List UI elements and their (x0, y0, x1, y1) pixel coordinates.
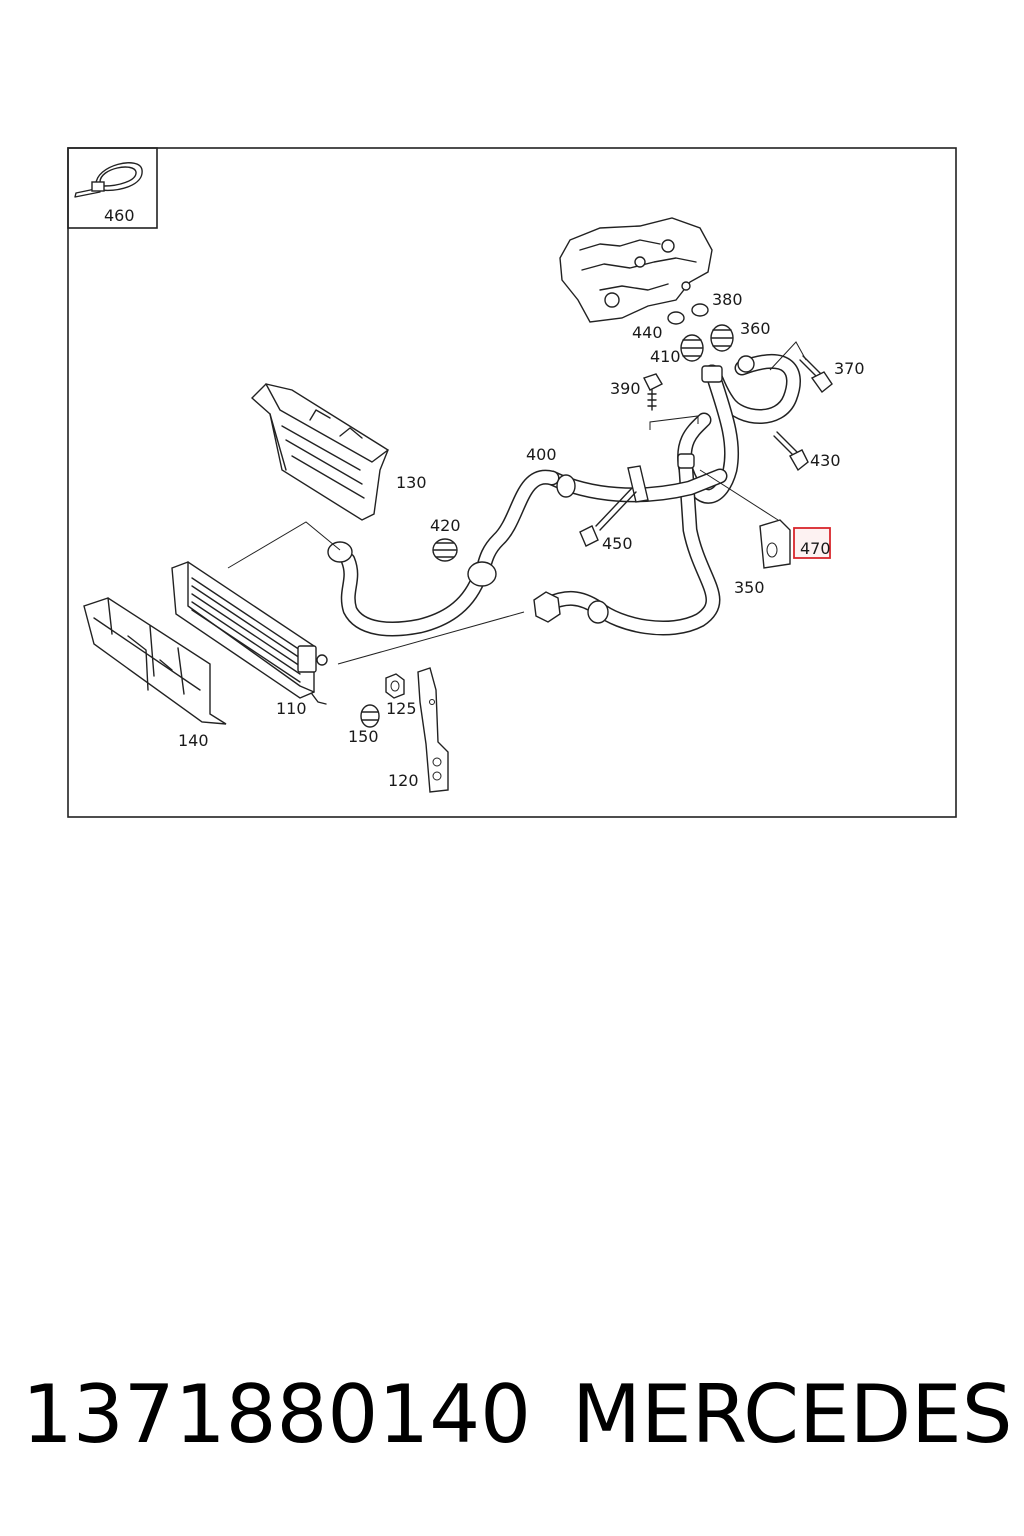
callout-350[interactable]: 350 (734, 578, 765, 597)
callout-125[interactable]: 125 (386, 699, 417, 718)
callout-460[interactable]: 460 (104, 206, 135, 225)
brand-name: MERCEDES (572, 1368, 1013, 1461)
callout-420[interactable]: 420 (430, 516, 461, 535)
union-nut-lower (533, 591, 609, 624)
callout-120[interactable]: 120 (388, 771, 419, 790)
air-duct-130 (250, 383, 389, 521)
grommet-410 (680, 334, 704, 362)
callout-110[interactable]: 110 (276, 699, 307, 718)
callout-380[interactable]: 380 (712, 290, 743, 309)
part-number: 1371880140 (22, 1368, 531, 1461)
oil-line-400 (340, 468, 728, 637)
bolt-370 (769, 341, 833, 394)
grommet-150 (360, 704, 380, 728)
bracket-120 (417, 667, 449, 793)
callout-410[interactable]: 410 (650, 347, 681, 366)
o-ring-440 (667, 311, 685, 325)
callout-130[interactable]: 130 (396, 473, 427, 492)
diagram-frame (67, 147, 957, 818)
o-ring-380 (691, 303, 709, 317)
callout-360[interactable]: 360 (740, 319, 771, 338)
inset-cable-tie: 460 (67, 147, 158, 229)
grommet-360 (710, 324, 734, 352)
bushing-420 (432, 538, 458, 562)
callout-390[interactable]: 390 (610, 379, 641, 398)
callout-430[interactable]: 430 (810, 451, 841, 470)
caption: 1371880140 MERCEDES (0, 1360, 1024, 1470)
oil-cooler-110 (171, 561, 328, 705)
nut-125 (385, 673, 405, 699)
callout-440[interactable]: 440 (632, 323, 663, 342)
callout-150[interactable]: 150 (348, 727, 379, 746)
bracket-450 (579, 465, 649, 547)
callout-450[interactable]: 450 (602, 534, 633, 553)
bolt-390 (643, 373, 663, 411)
bolt-430 (773, 431, 809, 472)
bracket-470 (699, 469, 791, 569)
callout-470[interactable]: 470 (800, 539, 831, 558)
highlight-box-470 (793, 527, 831, 559)
callout-400[interactable]: 400 (526, 445, 557, 464)
cover-140 (83, 597, 227, 725)
callout-140[interactable]: 140 (178, 731, 209, 750)
callout-370[interactable]: 370 (834, 359, 865, 378)
engine-block (559, 217, 713, 323)
